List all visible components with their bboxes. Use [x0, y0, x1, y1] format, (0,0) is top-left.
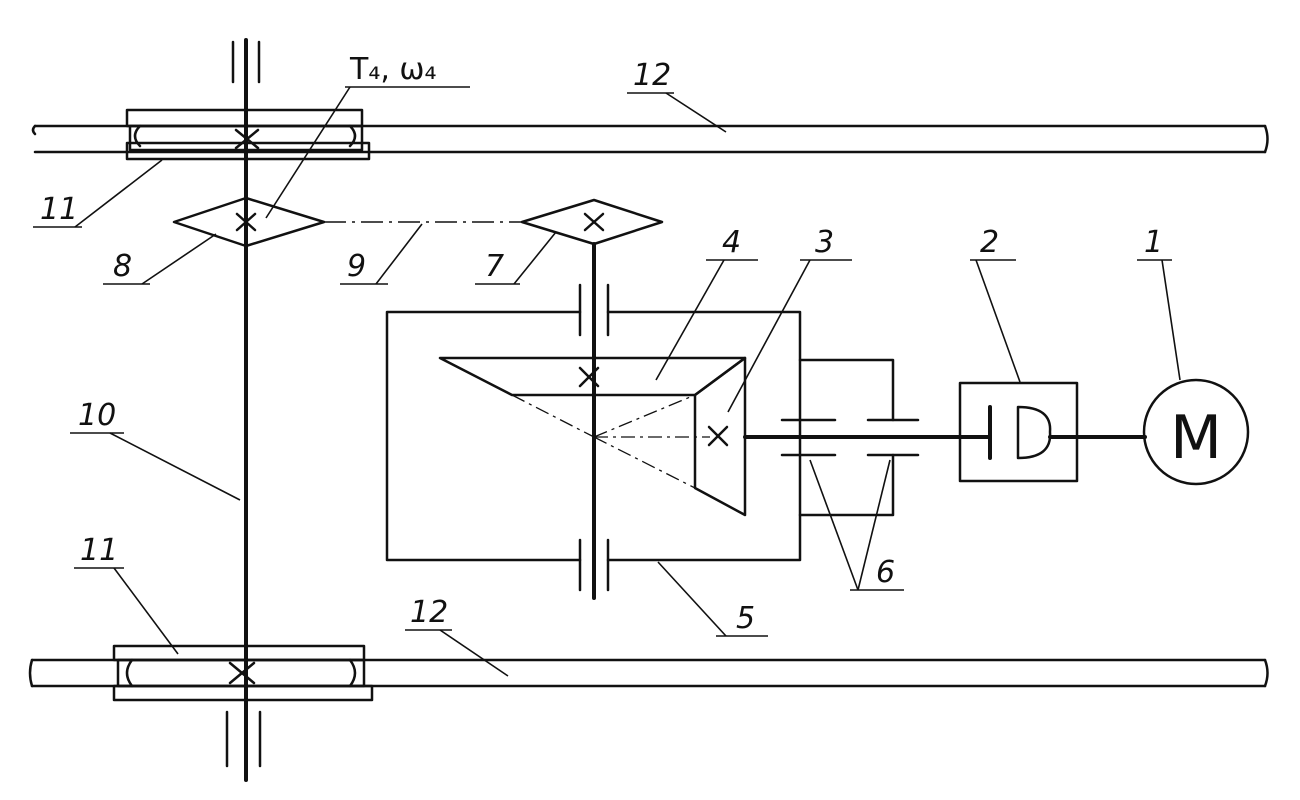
label-sprocket-driver: 7	[485, 249, 504, 284]
bearing-housing-top	[578, 283, 610, 337]
callout-torque-speed: T₄, ω₄	[265, 52, 470, 219]
rail-bottom	[28, 658, 1269, 688]
label-bevel-wheel: 4	[722, 225, 741, 260]
callout-3: 3	[727, 225, 852, 413]
label-wheel-top: 11	[40, 192, 78, 227]
rail-top	[31, 124, 1269, 154]
callout-9: 9	[340, 223, 423, 285]
label-bevel-pinion: 3	[815, 225, 834, 260]
callout-1: 1	[1137, 225, 1181, 381]
label-motor: 1	[1144, 225, 1163, 260]
callout-12-bottom: 12	[405, 595, 509, 677]
callout-4: 4	[655, 225, 758, 381]
callout-12-top: 12	[627, 58, 727, 133]
callout-11-top: 11	[33, 159, 163, 228]
motor-symbol: M	[1170, 403, 1222, 473]
bearing-left	[780, 418, 837, 457]
sprocket-driven	[172, 196, 326, 248]
label-axle-shaft: 10	[78, 398, 116, 433]
label-coupling: 2	[980, 225, 999, 260]
label-rail-bottom: 12	[410, 595, 448, 630]
sprocket-driver	[520, 198, 664, 246]
shaft-end-bottom	[225, 710, 262, 768]
bevel-pinion	[693, 356, 747, 517]
label-bearings: 6	[876, 555, 895, 590]
label-chain: 9	[347, 249, 366, 284]
label-torque-speed: T₄, ω₄	[349, 52, 437, 87]
callout-8: 8	[103, 233, 217, 285]
motor: M	[1142, 378, 1250, 486]
coupling	[958, 381, 1147, 483]
label-gearbox-housing: 5	[736, 601, 755, 636]
bearing-housing-bottom	[578, 538, 610, 592]
bearing-right	[866, 418, 920, 457]
callout-11-bottom: 11	[74, 533, 179, 655]
callout-10: 10	[70, 398, 241, 501]
label-rail-top: 12	[633, 58, 671, 93]
shaft-end-top	[231, 40, 261, 84]
wheel-bottom	[112, 644, 374, 702]
callout-6: 6	[809, 459, 904, 591]
label-sprocket-driven: 8	[113, 249, 132, 284]
wheel-top	[125, 108, 371, 161]
callout-5: 5	[657, 561, 768, 637]
pitch-cone-lines	[511, 394, 710, 489]
callout-2: 2	[970, 225, 1021, 383]
callout-7: 7	[475, 231, 557, 285]
label-wheel-bottom: 11	[80, 533, 118, 568]
